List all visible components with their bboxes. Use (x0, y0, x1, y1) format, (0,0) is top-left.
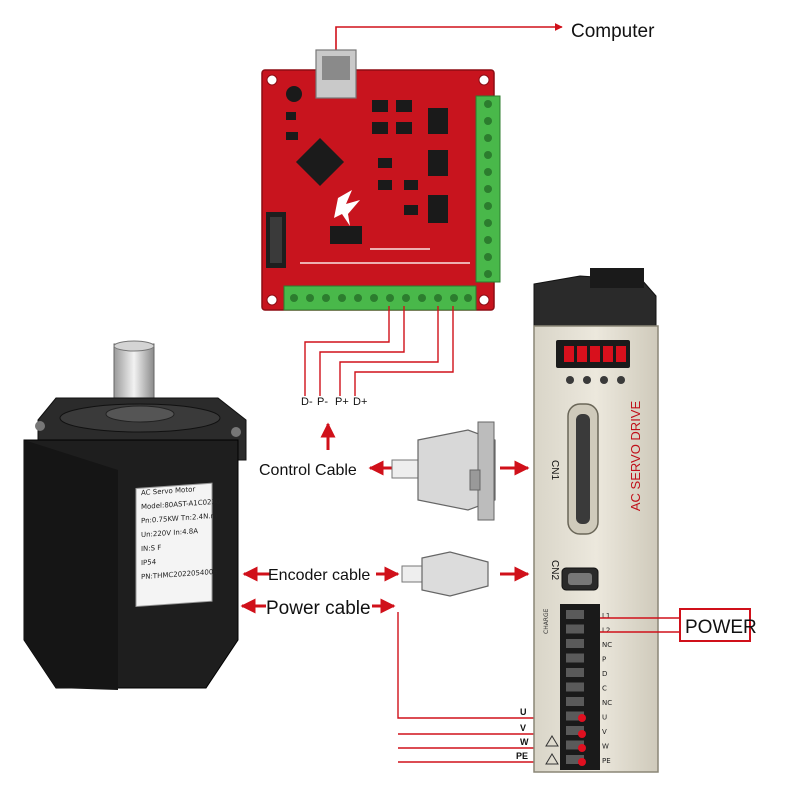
warning-symbols (545, 735, 559, 765)
capacitor (286, 86, 302, 102)
terminal-slot (566, 610, 584, 619)
terminal-slot (566, 755, 584, 764)
terminal-slot (566, 726, 584, 735)
drive-button-3[interactable] (600, 376, 608, 384)
terminal-label: C (602, 685, 607, 693)
power-label-box (679, 608, 751, 642)
servo-drive: CN1 CN2 AC SERVO DRIVE CHARGE L1L2NCPDCN… (533, 268, 659, 773)
power-cable: Power cable (240, 598, 582, 763)
breakout-board (261, 49, 501, 311)
encoder-cable: Encoder cable (242, 551, 530, 597)
output-terminal-strip (475, 95, 501, 283)
charge-label: CHARGE (543, 608, 550, 634)
cn1-label: CN1 (549, 460, 560, 480)
power-input: POWER (600, 608, 757, 642)
drive-buttons[interactable] (566, 376, 625, 384)
phase-u: U (520, 707, 527, 717)
terminal-label: PE (602, 757, 611, 765)
terminal-label: P (602, 656, 606, 664)
motor-terminal-dots (578, 714, 586, 766)
control-cable-label: Control Cable (259, 462, 357, 479)
drive-title: AC SERVO DRIVE (628, 401, 643, 512)
mcu-chip (295, 137, 345, 187)
drive-button-4[interactable] (617, 376, 625, 384)
terminal-label: U (602, 714, 607, 722)
encoder-connector (401, 551, 489, 597)
cn2-port[interactable] (561, 567, 599, 591)
terminal-slot (566, 653, 584, 663)
terminal-label: L2 (602, 627, 610, 635)
nameplate-line: IN:S F (141, 544, 161, 553)
terminal-label: V (602, 728, 607, 736)
computer-label: Computer (571, 21, 655, 42)
phase-v: V (520, 723, 526, 733)
usb-port[interactable] (315, 49, 357, 99)
terminal-slot (566, 639, 584, 648)
encoder-cable-label: Encoder cable (268, 567, 370, 584)
signal-p-plus: P+ (335, 396, 349, 408)
terminal-label: NC (602, 699, 612, 707)
idc-header (266, 212, 286, 268)
terminal-label: L1 (602, 612, 610, 620)
db-connector (391, 421, 496, 521)
drive-button-2[interactable] (583, 376, 591, 384)
phase-labels: U V W PE (516, 707, 529, 761)
control-cable: Control Cable (259, 421, 530, 521)
terminal-slot (566, 682, 584, 692)
servo-motor: AC Servo MotorModel:80AST-A1C0230Pn:0.75… (23, 340, 247, 690)
cn1-port[interactable] (567, 403, 599, 535)
phase-w: W (520, 737, 529, 747)
bird-logo (334, 190, 360, 226)
signal-d-minus: D- (301, 396, 313, 408)
led-display (556, 340, 630, 368)
control-signal-wires (304, 306, 454, 396)
terminal-slot (566, 697, 584, 706)
signal-p-minus: P- (317, 396, 328, 408)
terminal-slot (566, 740, 584, 750)
terminal-slot (566, 711, 584, 721)
nameplate-line: Un:220V In:4.8A (141, 527, 198, 539)
nameplate-line: AC Servo Motor (141, 485, 195, 497)
nameplate-line: IP54 (141, 558, 157, 567)
drive-button-1[interactable] (566, 376, 574, 384)
cn2-label: CN2 (549, 560, 560, 580)
signal-labels: D- P- P+ D+ (301, 396, 367, 408)
terminal-label: W (602, 743, 609, 751)
terminal-label: D (602, 670, 607, 678)
power-cable-label: Power cable (266, 598, 371, 619)
terminal-slot (566, 624, 584, 634)
terminal-label: NC (602, 641, 612, 649)
motor-nameplate: AC Servo MotorModel:80AST-A1C0230Pn:0.75… (135, 482, 220, 608)
signal-terminal-strip (283, 285, 477, 311)
terminal-slot (566, 668, 584, 677)
ic-array (286, 100, 448, 244)
power-label: POWER (685, 617, 757, 638)
phase-pe: PE (516, 751, 528, 761)
signal-d-plus: D+ (353, 396, 367, 408)
